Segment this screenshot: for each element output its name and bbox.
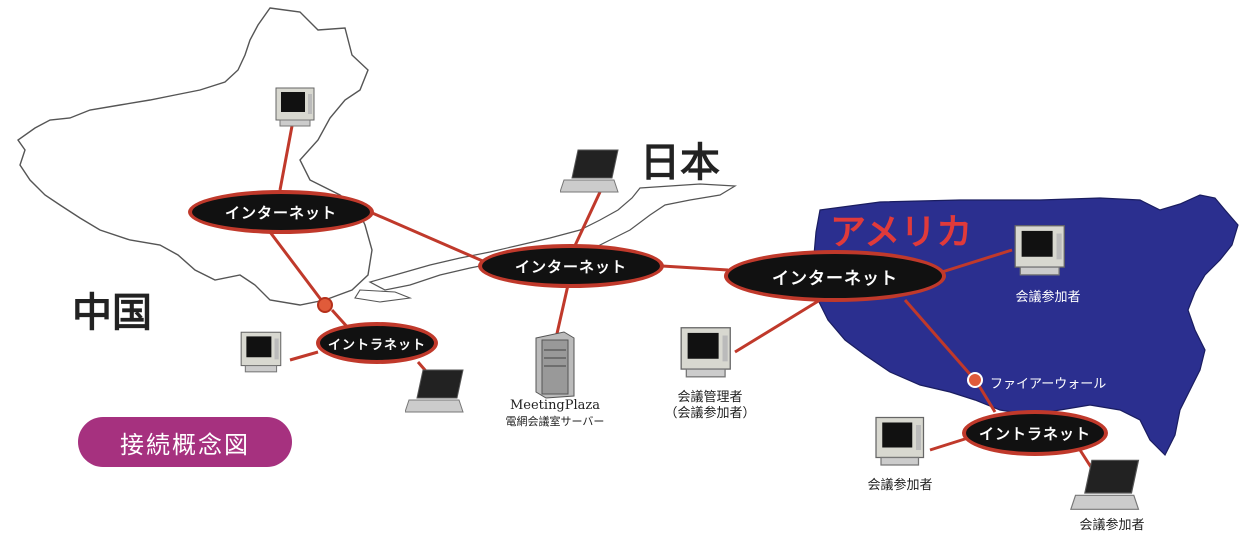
laptop-computer-icon	[405, 369, 464, 413]
internet-node-america: インターネット	[724, 250, 946, 302]
desktop-computer-icon	[240, 331, 282, 373]
desktop-computer-icon	[1014, 225, 1065, 276]
desktop-computer-icon	[680, 327, 731, 378]
intranet-node-america: イントラネット	[962, 410, 1108, 456]
desktop-computer-icon	[875, 416, 925, 466]
diagram-title-badge: 接続概念図	[78, 417, 292, 467]
network-links	[268, 109, 1100, 479]
manager-caption: 会議管理者 （会議参加者）	[650, 390, 770, 422]
laptop-computer-icon	[560, 149, 619, 193]
server-icon	[535, 331, 575, 399]
manager-sub-label: （会議参加者）	[664, 406, 756, 421]
desktop-computer-icon	[275, 87, 315, 127]
participant-label-top: 会議参加者	[1015, 290, 1081, 305]
server-name: MeetingPlaza	[509, 398, 601, 413]
china-map-outline	[17, 7, 373, 306]
server-description: 電網会議室サーバー	[505, 415, 605, 428]
country-label-japan: 日本	[640, 140, 720, 186]
country-label-china: 中国	[72, 290, 152, 336]
japan-map-outline	[368, 183, 737, 291]
internet-node-china: インターネット	[188, 190, 374, 234]
laptop-computer-icon	[1070, 459, 1140, 510]
server-caption: MeetingPlaza 電網会議室サーバー	[490, 398, 620, 430]
manager-label: 会議管理者	[677, 390, 743, 405]
firewall-dot-china	[317, 297, 333, 313]
firewall-dot-america	[967, 372, 983, 388]
country-label-america: アメリカ	[830, 212, 973, 253]
participant-label-bottom-left: 会議参加者	[867, 478, 933, 493]
participant-label-bottom-right: 会議参加者	[1079, 518, 1145, 533]
internet-node-japan: インターネット	[478, 244, 664, 288]
intranet-node-china: イントラネット	[316, 322, 438, 364]
japan-island-south	[354, 289, 413, 303]
firewall-label: ファイアーウォール	[990, 377, 1107, 392]
